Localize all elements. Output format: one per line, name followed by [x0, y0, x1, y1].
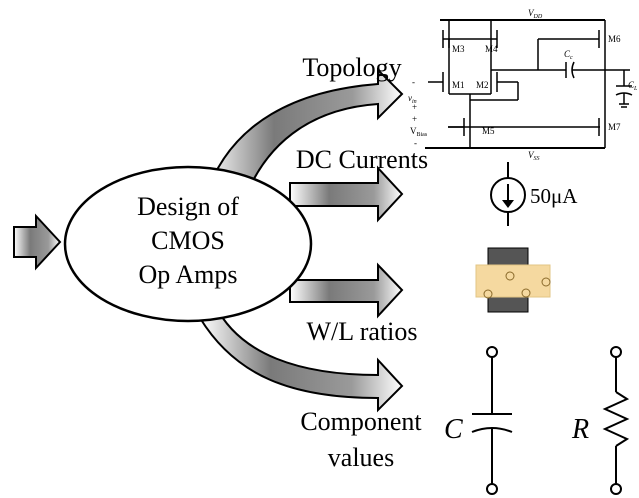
transistor-m4-label: M4 [485, 44, 498, 54]
transistor-m3-label: M3 [452, 44, 465, 54]
op-amp-schematic [425, 19, 633, 149]
transistor-m1-label: M1 [452, 80, 465, 90]
schematic-vss-label: VSS [528, 150, 540, 162]
schematic-minus-label: - [412, 77, 415, 87]
center-line-2: CMOS [151, 226, 225, 255]
input-arrow [13, 213, 62, 271]
center-line-3: Op Amps [139, 260, 238, 289]
schematic-vbias-label: VBias [410, 126, 428, 138]
schematic-vdd-label: VDD [528, 8, 543, 20]
schematic-cc-label: Cc [564, 49, 573, 61]
schematic-bias-plus-label: + [412, 114, 417, 124]
schematic-cl-label: CL [628, 80, 638, 92]
schematic-bias-minus-label: - [414, 138, 417, 148]
label-topology: Topology [302, 53, 401, 82]
branch-arrow-topology [203, 67, 404, 199]
center-line-1: Design of [137, 192, 239, 221]
branch-arrow-wl-ratios [289, 262, 404, 319]
capacitor-label: C [444, 414, 463, 445]
current-source-value: 50μA [530, 184, 578, 208]
transistor-m2-label: M2 [476, 80, 489, 90]
label-wl-ratios: W/L ratios [307, 317, 418, 346]
branch-arrow-dc-currents [289, 165, 404, 223]
schematic-vin-label: vin [408, 93, 417, 105]
label-component-line-2: values [328, 443, 394, 472]
current-source-symbol [490, 162, 526, 226]
transistor-m7-label: M7 [608, 122, 621, 132]
capacitor-symbol [471, 346, 513, 495]
label-dc-currents: DC Currents [296, 145, 428, 174]
schematic-plus-label: + [412, 102, 417, 112]
layout-wl-symbol [475, 247, 551, 313]
resistor-symbol [602, 346, 630, 495]
resistor-label: R [571, 414, 589, 445]
label-component-line-1: Component [300, 407, 422, 436]
transistor-m5-label: M5 [482, 126, 495, 136]
transistor-m6-label: M6 [608, 34, 621, 44]
branch-arrow-component-values [198, 303, 404, 413]
center-node: Design of CMOS Op Amps [63, 165, 313, 323]
